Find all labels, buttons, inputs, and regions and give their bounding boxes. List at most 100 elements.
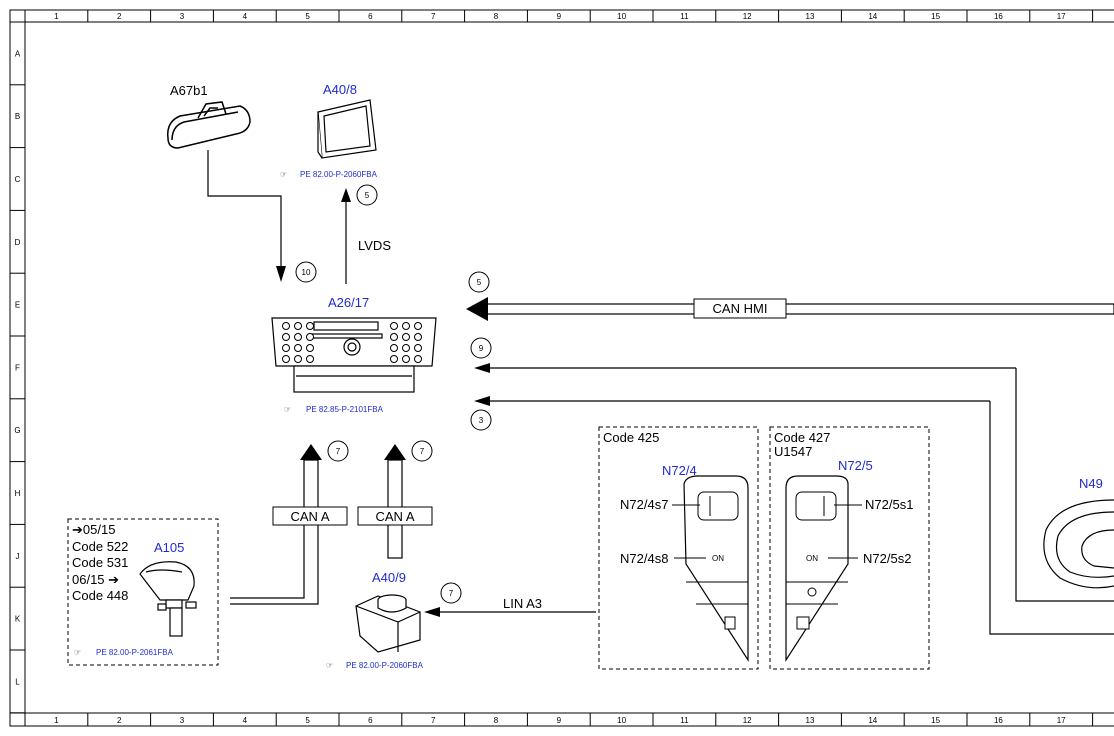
row-label: C [15,175,21,184]
switch-right-button-top [795,491,837,521]
switch-right-body [785,475,849,663]
headunit-button [414,355,422,363]
column-label: 6 [368,12,373,21]
marker-7-b [411,440,433,462]
headunit-button [306,344,314,352]
column-label: 17 [1057,12,1066,21]
headunit-button [390,333,398,341]
marker-3-label: 3 [479,416,484,425]
column-label: 1 [54,12,59,21]
headunit-button [306,322,314,330]
column-label: 17 [1057,716,1066,725]
column-label: 15 [931,716,940,725]
switch-right-code2: U1547 [774,444,812,459]
can-hmi-arrow [466,297,488,321]
headunit-button [402,322,410,330]
display-ref-icon: ☞ [280,170,287,179]
column-label: 4 [243,12,248,21]
controller-icon [355,594,421,653]
mirror-icon [167,101,251,149]
selector-ref-icon: ☞ [74,648,81,657]
drawing-frame [9,9,1114,727]
headunit-button [414,333,422,341]
headunit-button [282,344,290,352]
column-label: 2 [117,716,122,725]
row-label: J [16,552,20,561]
marker-5-display-label: 5 [365,191,370,200]
headunit-button [390,322,398,330]
switch-left-label: N72/4 [662,463,697,478]
note-3: 06/15 ➔ [72,572,119,587]
can-a-2-label: CAN A [375,509,414,524]
note-4: Code 448 [72,588,128,603]
headunit-ref[interactable]: PE 82.85-P-2101FBA [306,405,384,414]
switch-left-button-top [697,491,739,521]
switch-right-symbol-1-icon [807,587,817,597]
marker-7-b-label: 7 [420,447,425,456]
can-a-2-arrow [384,444,406,460]
marker-7-lin [440,582,462,604]
column-label: 5 [305,12,310,21]
controller-label: A40/9 [372,570,406,585]
controller-ref-icon: ☞ [326,661,333,670]
row-label: H [15,489,21,498]
headunit-button [282,333,290,341]
row-label: G [14,426,20,435]
headunit-button [390,344,398,352]
column-label: 11 [680,12,689,21]
marker-7-a [327,440,349,462]
can-hmi-bus [485,303,1114,315]
headunit-button [414,344,422,352]
marker-5-hmi-label: 5 [477,278,482,287]
headunit-button [414,322,422,330]
row-label: K [15,615,21,624]
headunit-buttons [282,322,422,363]
marker-10-label: 10 [302,268,311,277]
display-ref[interactable]: PE 82.00-P-2060FBA [300,170,378,179]
line-3-route [989,401,1114,635]
can-hmi-box [693,298,787,319]
mirror-label: A67b1 [170,83,208,98]
column-label: 13 [806,716,815,725]
switch-left-body [683,475,749,663]
row-label: D [15,238,21,247]
column-label: 16 [994,716,1003,725]
column-label: 3 [180,12,185,21]
column-label: 9 [557,12,562,21]
column-label: 4 [243,716,248,725]
column-label: 2 [117,12,122,21]
headunit-button [282,355,290,363]
switch-left-on: ON [712,554,724,563]
note-0: ➔05/15 [72,522,115,537]
column-label: 10 [617,12,626,21]
column-label: 10 [617,716,626,725]
can-hmi-label: CAN HMI [713,301,768,316]
headunit-button [402,333,410,341]
can-a-2-box [357,506,433,526]
marker-7-a-label: 7 [336,447,341,456]
marker-7-lin-label: 7 [449,589,454,598]
column-label: 5 [305,716,310,725]
lin-arrow [424,607,440,617]
headunit-button [402,344,410,352]
column-label: 8 [494,716,499,725]
column-label: 14 [868,12,877,21]
marker-10 [295,261,317,283]
switch-right-box [769,426,930,670]
controller-ref[interactable]: PE 82.00-P-2060FBA [346,661,424,670]
display-icon [317,99,377,159]
switch-left-box [598,426,759,670]
selector-label: A105 [154,540,184,555]
switch-right-code: Code 427 [774,430,830,445]
note-1: Code 522 [72,539,128,554]
selector-ref[interactable]: PE 82.00-P-2061FBA [96,648,174,657]
steering-angle-sensor-icon [1043,499,1114,589]
lin-label: LIN A3 [503,596,542,611]
column-label: 8 [494,12,499,21]
selector-box [67,518,219,666]
row-label: A [15,49,21,58]
column-label: 14 [868,716,877,725]
switch-left-code: Code 425 [603,430,659,445]
